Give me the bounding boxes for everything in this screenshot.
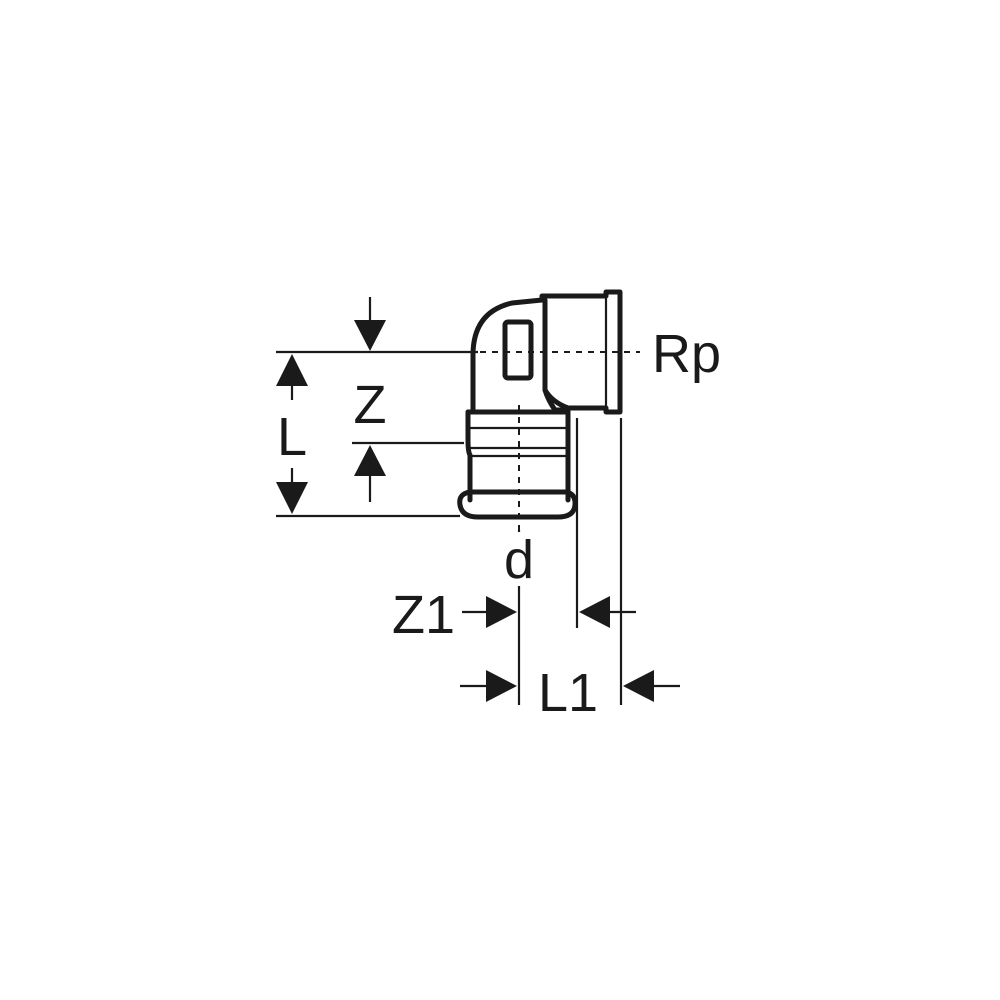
dimension-z-arrow-bottom	[354, 445, 386, 476]
dimension-l-label: L	[277, 407, 307, 467]
diameter-d-label: d	[504, 530, 534, 590]
dimension-z: Z	[354, 297, 387, 502]
dimension-l1-arrow-left	[486, 670, 517, 702]
dimension-l1-arrow-right	[623, 670, 654, 702]
press-socket-body	[465, 409, 476, 503]
dimension-z-arrow-top	[354, 320, 386, 351]
dimension-z1: Z1	[392, 585, 636, 645]
dimension-z1-arrow-right	[579, 596, 610, 628]
dimension-z1-label: Z1	[392, 585, 455, 645]
thread-rp-label: Rp	[652, 324, 721, 384]
dimension-l1: L1	[460, 663, 680, 723]
diameter-d-label-bg	[496, 532, 542, 586]
hex-window	[502, 319, 534, 381]
dimension-l1-label: L1	[538, 663, 598, 723]
dimension-z1-arrow-left	[486, 596, 517, 628]
press-socket-bead	[457, 489, 578, 520]
dimension-l-arrow-bottom	[276, 482, 308, 514]
dimension-l-label-bg	[272, 400, 314, 468]
threaded-socket	[539, 289, 623, 415]
dimension-l-arrow-top	[276, 354, 308, 386]
dimension-z-label: Z	[354, 375, 387, 435]
elbow-outer-contour	[470, 297, 545, 415]
dimension-l: L	[272, 354, 314, 514]
elbow-fitting	[457, 289, 623, 520]
